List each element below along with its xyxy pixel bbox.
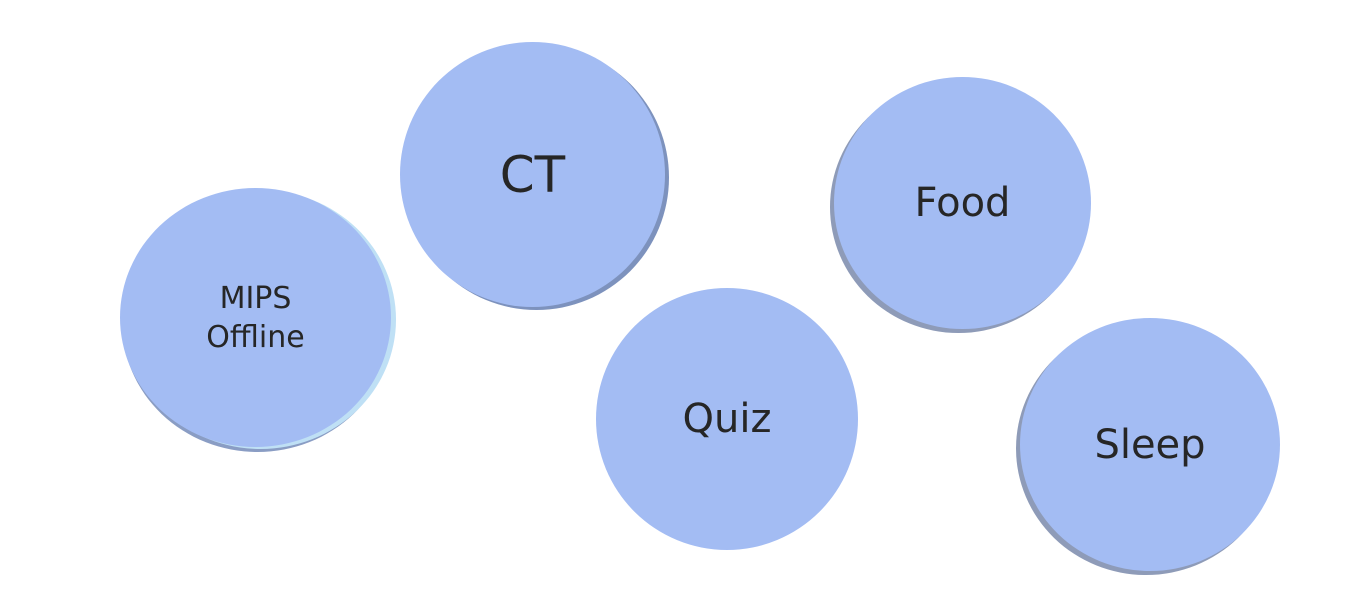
bubble-quiz-label: Quiz: [682, 396, 772, 442]
bubble-sleep: Sleep: [1020, 318, 1280, 571]
bubble-mips-offline: MIPS Offline: [120, 188, 391, 447]
bubble-mips-line2: Offline: [206, 319, 305, 355]
bubble-sleep-label: Sleep: [1094, 421, 1206, 468]
bubble-quiz: Quiz: [596, 288, 858, 550]
bubble-ct-label: CT: [499, 145, 566, 204]
bubble-mips-offline-text: MIPS Offline: [206, 279, 304, 357]
bubble-ct: CT: [400, 42, 665, 307]
bubble-mips-line1: MIPS: [219, 280, 292, 316]
bubble-food: Food: [834, 77, 1091, 329]
bubble-food-label: Food: [914, 180, 1011, 226]
